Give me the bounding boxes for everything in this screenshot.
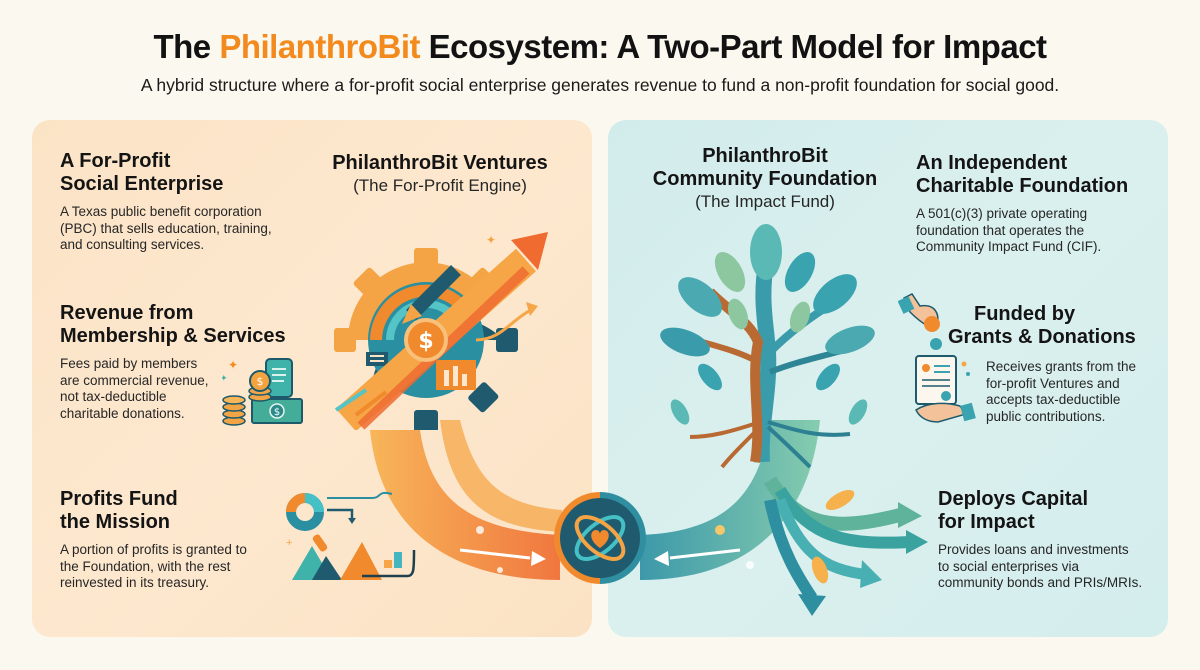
interlocking-rings-heart-icon xyxy=(554,492,646,584)
hands-grant-document-icon xyxy=(898,293,976,423)
ventures-subtitle: (The For-Profit Engine) xyxy=(353,176,527,195)
charts-growth-icon: + xyxy=(286,491,416,580)
svg-text:$: $ xyxy=(274,407,280,418)
ventures-title-block: PhilanthroBit Ventures (The For-Profit E… xyxy=(310,152,570,197)
coins-cash-invoice-icon: $ $ ✦ ✦ xyxy=(222,358,303,426)
svg-text:✦: ✦ xyxy=(228,358,238,372)
block-description: A Texas public benefit corporation(PBC) … xyxy=(60,204,272,252)
page-subtitle: A hybrid structure where a for-profit so… xyxy=(140,75,1060,95)
title-brand-philanthro: Philanthro xyxy=(219,28,378,65)
tree-roots-icon xyxy=(660,224,875,469)
page-title: The PhilanthroBit Ecosystem: A Two-Part … xyxy=(0,28,1200,66)
svg-text:✦: ✦ xyxy=(222,373,228,383)
svg-text:✦: ✦ xyxy=(486,233,496,247)
svg-text:$: $ xyxy=(418,329,433,354)
title-brand-bit: Bit xyxy=(377,28,420,65)
svg-text:+: + xyxy=(286,537,292,549)
flow-swoosh-graphic xyxy=(370,420,928,616)
title-suffix: Ecosystem: A Two-Part Model for Impact xyxy=(419,28,1047,65)
gear-dollar-growth-icon: $ ✦ xyxy=(334,232,548,430)
svg-text:$: $ xyxy=(257,375,264,388)
title-prefix: The xyxy=(153,28,220,65)
ventures-name: PhilanthroBit Ventures xyxy=(332,152,548,174)
foundation-subtitle: (The Impact Fund) xyxy=(695,192,835,211)
